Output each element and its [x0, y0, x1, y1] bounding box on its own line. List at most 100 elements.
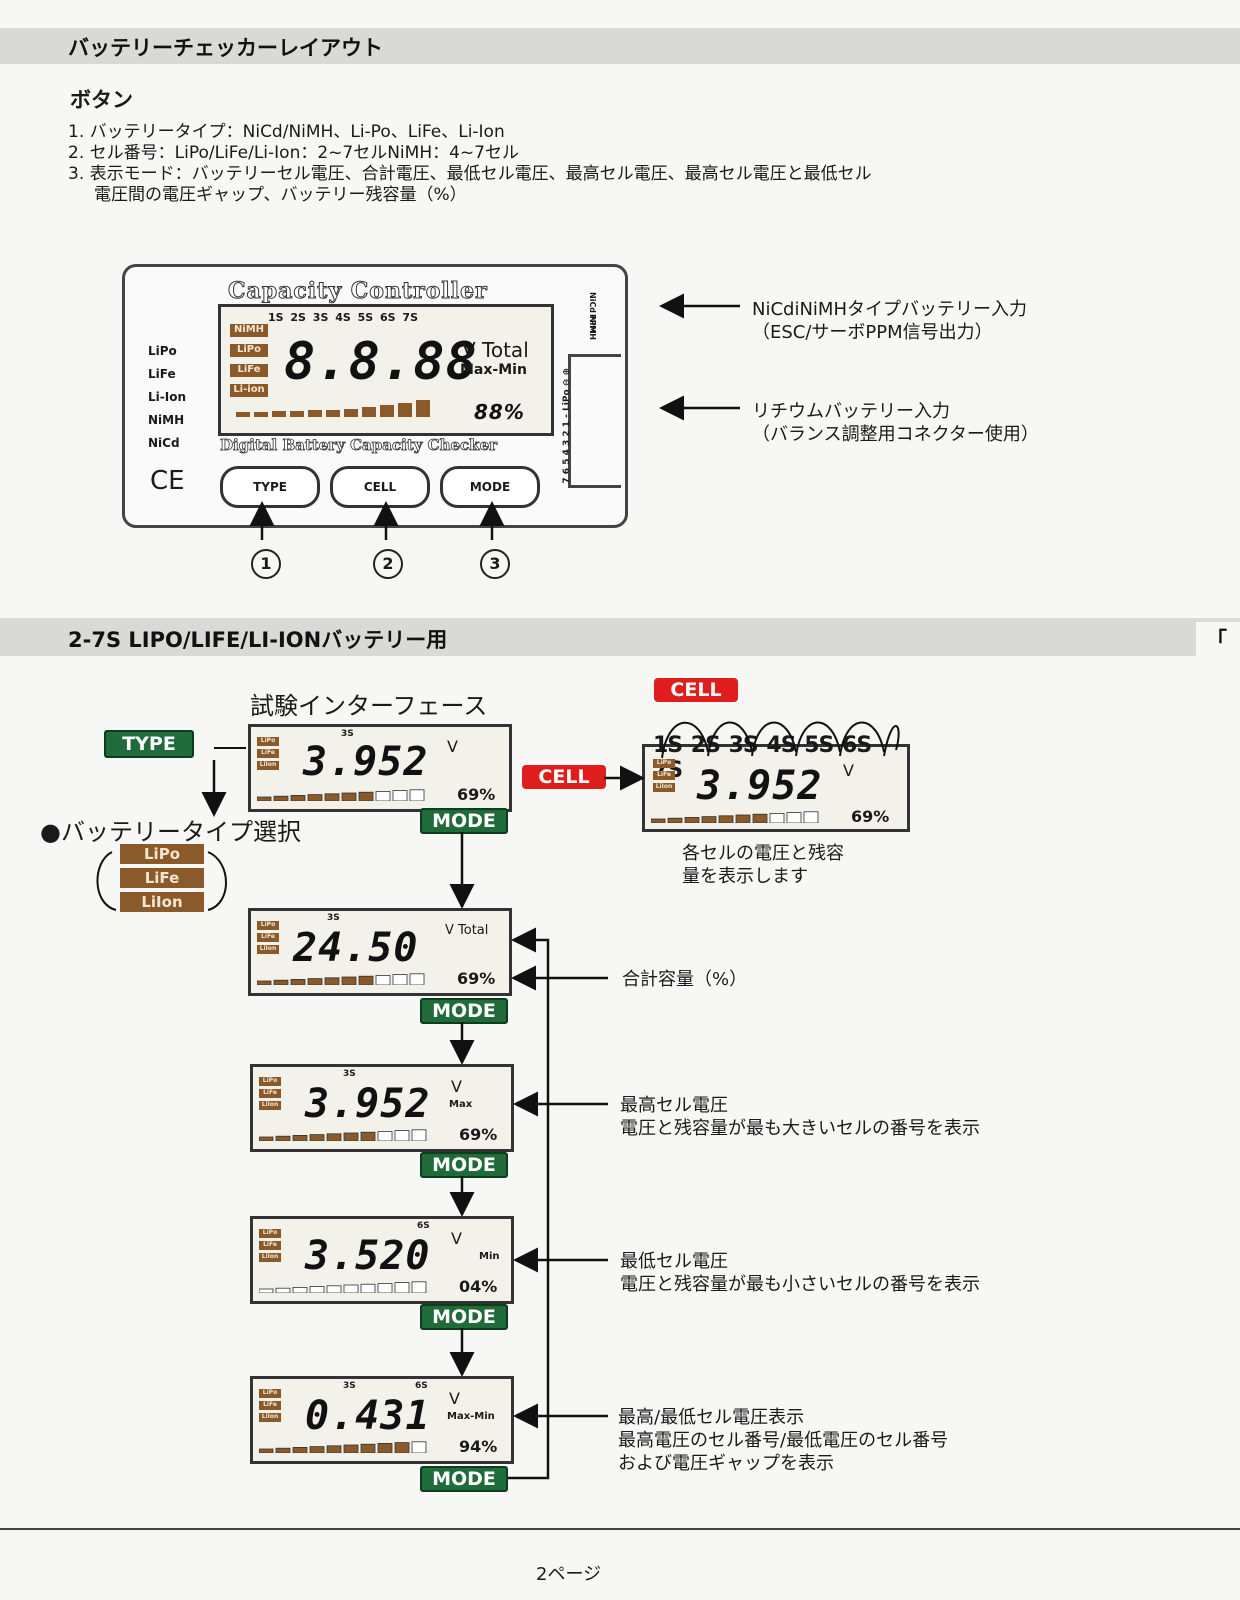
lcd-tag: LiFe [653, 771, 675, 780]
lcd-tag: LiFe [259, 1401, 281, 1410]
lcd-tag: LiIon [259, 1253, 281, 1262]
section-header-bar [0, 618, 1240, 656]
balance-port [568, 354, 621, 488]
lcd-tag: LiPo [257, 737, 279, 746]
lcd-cell: 3S [341, 729, 354, 739]
capacity-segment [257, 796, 272, 801]
capacity-segment [292, 1287, 308, 1293]
lcd-percent: 69% [851, 807, 890, 826]
lcd-tag: LiIon [653, 783, 675, 792]
next-page-edge [1196, 622, 1240, 656]
capacity-segment [326, 1285, 342, 1293]
note-line: 電圧と残容量が最も大きいセルの番号を表示 [620, 1118, 980, 1139]
lcd-mode: Max-Min [447, 1411, 495, 1422]
cell-description: 各セルの電圧と残容 量を表示します [682, 842, 844, 888]
capacity-bar [259, 1129, 427, 1141]
subsection-title: ボタン [70, 88, 133, 112]
lcd-gap: 3S 6S LiPo LiFe LiIon 0.431 V Max-Min 94… [250, 1376, 514, 1464]
note-line: 最高/最低セル電圧表示 [618, 1407, 805, 1428]
list-item: 2. セル番号：LiPo/LiFe/Li-Ion：2~7セルNiMH：4~7セル [68, 143, 519, 163]
lcd-tag: LiIon [259, 1413, 281, 1422]
capacity-segment [752, 813, 768, 823]
capacity-segment [684, 817, 700, 823]
capacity-segment [377, 1442, 393, 1453]
note-line: 電圧と残容量が最も小さいセルの番号を表示 [620, 1274, 980, 1295]
lcd-tag: LiPo [653, 759, 675, 768]
capacity-segment [326, 1133, 342, 1141]
capacity-bar [236, 400, 450, 420]
lcd-value: 3.952 [305, 1081, 431, 1127]
number-marker: 1 [251, 549, 281, 579]
side-label: Li-Ion [148, 390, 186, 404]
lcd-tag: LiFe [257, 749, 279, 758]
capacity-segment [257, 980, 272, 985]
device-header: Capacity Controller [228, 278, 488, 305]
capacity-segment [343, 1284, 359, 1293]
page-number: 2ページ [536, 1564, 602, 1585]
lcd-cell: 3S [327, 913, 340, 923]
lcd-tag: LiIon [257, 761, 279, 770]
list-item: 3. 表示モード：バッテリーセル電圧、合計電圧、最低セル電圧、最高セル電圧、最高… [68, 164, 872, 184]
type-label: TYPE [104, 730, 194, 758]
capacity-segment [290, 979, 306, 985]
lcd-value: 3.952 [303, 739, 429, 785]
capacity-segment [259, 1448, 274, 1453]
capacity-segment [377, 1282, 393, 1293]
capacity-segment [341, 976, 357, 985]
capacity-segment [375, 790, 391, 801]
number-marker: 3 [480, 549, 510, 579]
lcd-max: 3S LiPo LiFe LiIon 3.952 V Max 69% [250, 1064, 514, 1152]
capacity-segment [273, 795, 289, 801]
lcd-value: 0.431 [305, 1393, 431, 1439]
capacity-segment [358, 975, 374, 985]
callout-lithium: リチウムバッテリー入力 （バランス調整用コネクター使用） [752, 400, 1039, 446]
mode-label: MODE [420, 1304, 508, 1330]
lcd-percent: 69% [457, 969, 496, 988]
capacity-segment [360, 1283, 376, 1293]
mode-label: MODE [420, 1466, 508, 1492]
capacity-segment [701, 816, 717, 823]
mode-label: MODE [420, 1152, 508, 1178]
total-capacity-note: 合計容量（%） [622, 969, 748, 990]
lcd-unit: V [447, 737, 458, 756]
side-label: LiPo [148, 344, 177, 358]
feature-list: 1. バッテリータイプ：NiCd/NiMH、Li-Po、LiFe、Li-Ion … [68, 122, 872, 206]
cell-label: CELL [522, 765, 606, 789]
callout-nicd: NiCdiNiMHタイプバッテリー入力 （ESC/サーボPPM信号出力） [752, 298, 1027, 344]
lcd-unit: V [451, 1229, 462, 1248]
port-top-label: NiCd NiMH [588, 292, 597, 340]
list-item: 電圧間の電圧ギャップ、バッテリー残容量（%） [94, 185, 467, 205]
list-item: 1. バッテリータイプ：NiCd/NiMH、Li-Po、LiFe、Li-Ion [68, 122, 505, 142]
ppm-label: PPM [588, 314, 597, 334]
lcd-tag: LiPo [257, 921, 279, 930]
batt-type-chip: LiIon [120, 892, 204, 912]
capacity-segment [667, 817, 683, 823]
lcd-unit: V [843, 761, 854, 780]
lcd-mode: Min [479, 1251, 500, 1262]
battery-tag: LiPo [230, 344, 268, 357]
capacity-segment [360, 1443, 376, 1453]
lcd-mode: Max [449, 1099, 473, 1110]
next-page-title-fragment: 「 [1206, 628, 1227, 652]
battery-tag: Li-ion [230, 384, 268, 397]
lcd-unit: V Total [462, 338, 529, 362]
capacity-segment [292, 1135, 308, 1141]
ce-mark-icon: CE [150, 466, 185, 496]
device-footer: Digital Battery Capacity Checker [220, 436, 498, 455]
capacity-segment [326, 1445, 342, 1453]
capacity-bar [259, 1441, 427, 1453]
capacity-segment [309, 1134, 325, 1141]
lcd-total: 3S LiPo LiFe LiIon 24.50 V Total 69% [248, 908, 512, 996]
capacity-segment [275, 1447, 291, 1453]
note-line: 最低セル電圧 [620, 1251, 728, 1272]
capacity-segment [343, 1444, 359, 1453]
capacity-segment [718, 815, 734, 823]
batt-type-chip: LiFe [120, 868, 204, 888]
lcd-unit: V [449, 1389, 460, 1408]
capacity-segment [324, 793, 340, 801]
capacity-segment [275, 1135, 291, 1141]
lcd-percent: 94% [459, 1437, 498, 1456]
callout-line: リチウムバッテリー入力 [752, 401, 950, 422]
capacity-segment [307, 794, 323, 801]
capacity-segment [324, 977, 340, 985]
